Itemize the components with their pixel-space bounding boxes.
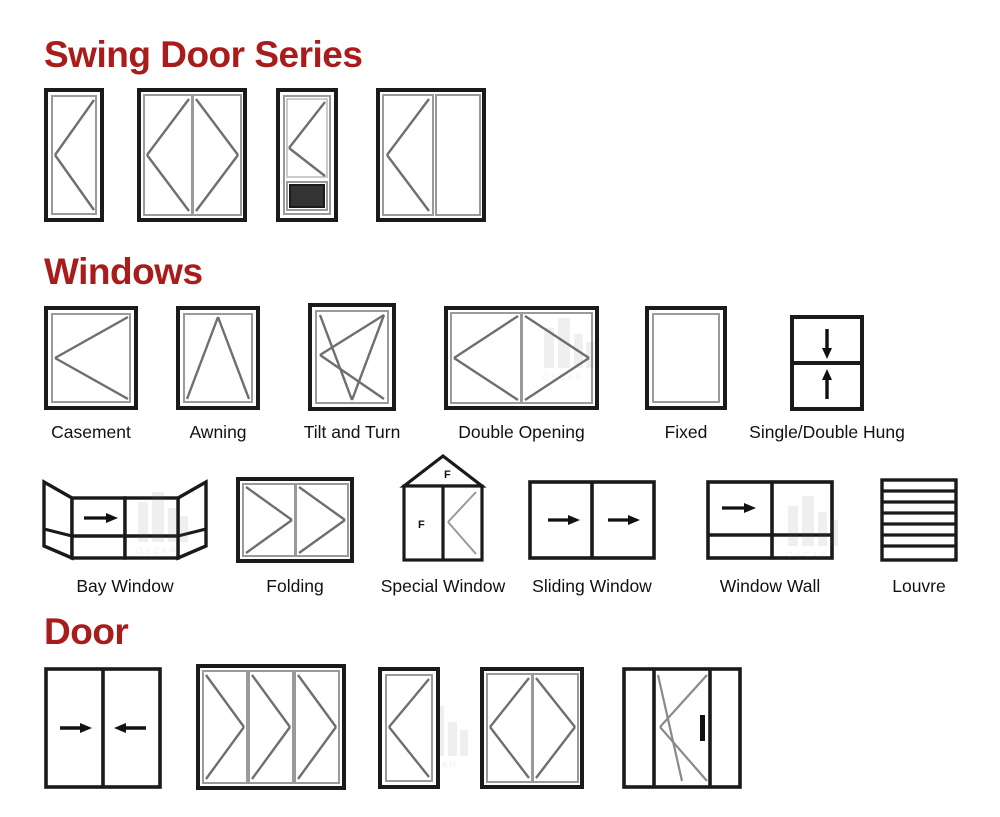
figure-bi-parting-sliding-door [44, 667, 162, 789]
figure-fixed [645, 306, 727, 410]
figure-double-opening [444, 306, 599, 410]
section-title-door: Door [44, 611, 129, 652]
figure-double-door [480, 667, 584, 789]
figure-folding-door-3panel [196, 664, 346, 790]
caption-single-double-hung: Single/Double Hung [749, 422, 905, 442]
figure-lift-slide-door [622, 667, 742, 789]
figure-tilt-and-turn [308, 303, 396, 411]
figure-swing-double-leaf [137, 88, 247, 222]
figure-sliding-window [528, 480, 656, 560]
figure-awning [176, 306, 260, 410]
caption-casement: Casement [51, 422, 131, 442]
figure-single-door [378, 667, 440, 789]
figure-single-double-hung [790, 315, 864, 411]
caption-special-window: Special Window [380, 576, 506, 596]
caption-tilt-and-turn: Tilt and Turn [303, 422, 401, 442]
figure-swing-single-leaf [44, 88, 104, 222]
caption-awning: Awning [189, 422, 247, 442]
section-title-windows: Windows [44, 251, 203, 292]
figure-special-window: F F [399, 452, 487, 564]
svg-text:F: F [444, 469, 451, 481]
figure-window-wall [706, 480, 834, 560]
figure-swing-door-with-bottom-panel [276, 88, 338, 222]
figure-louvre [880, 478, 958, 562]
section-title-swing-door-series: Swing Door Series [44, 34, 363, 75]
caption-window-wall: Window Wall [719, 576, 821, 596]
svg-text:F: F [418, 519, 425, 531]
caption-fixed: Fixed [664, 422, 708, 442]
figure-bay-window [40, 474, 210, 566]
caption-bay-window: Bay Window [76, 576, 174, 596]
caption-double-opening: Double Opening [458, 422, 585, 442]
figure-folding-window [236, 477, 354, 563]
figure-casement [44, 306, 138, 410]
figure-swing-door-with-sidelite [376, 88, 486, 222]
caption-folding: Folding [266, 576, 324, 596]
caption-louvre: Louvre [892, 576, 946, 596]
caption-sliding-window: Sliding Window [532, 576, 652, 596]
